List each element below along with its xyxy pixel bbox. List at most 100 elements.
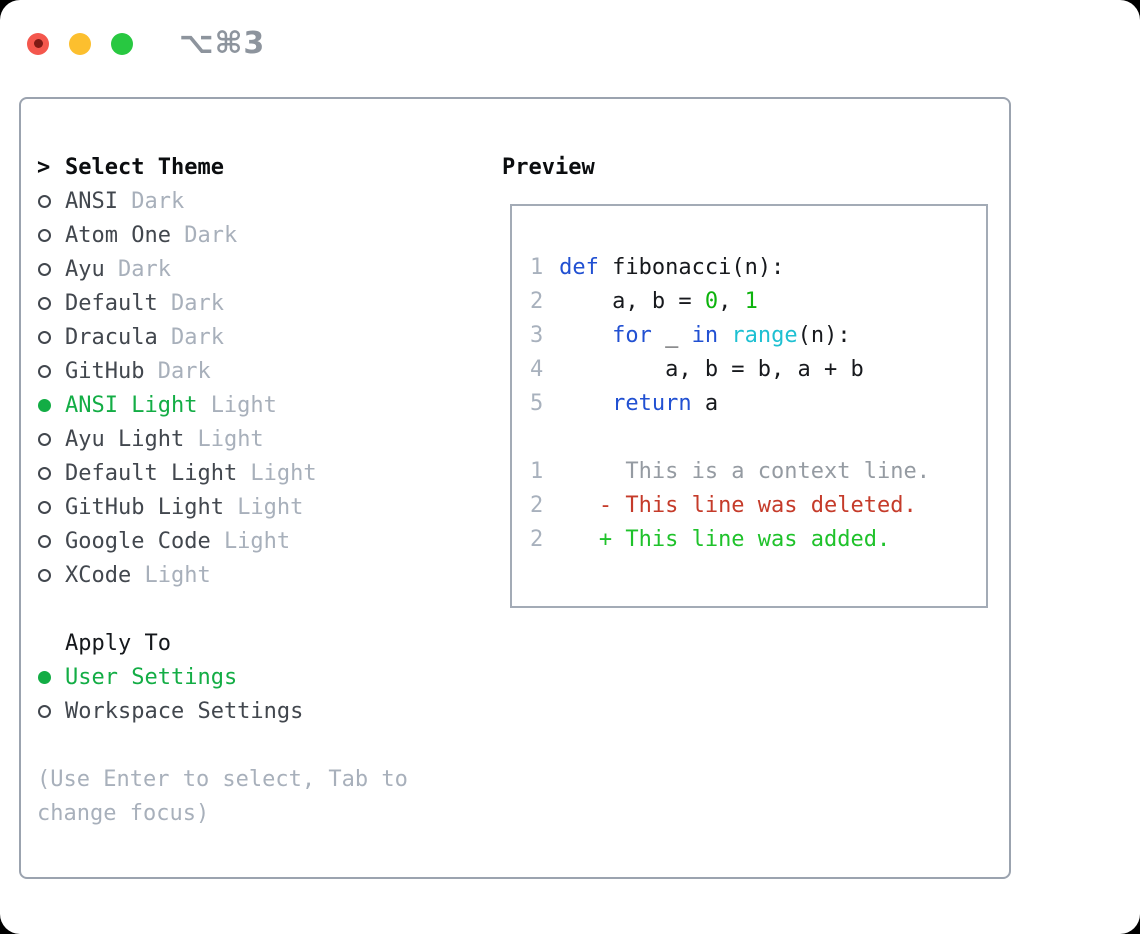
keyboard-shortcut-label: ⌥⌘3 <box>179 26 266 61</box>
code-line: 2 a, b = 0, 1 <box>530 284 930 318</box>
theme-option-default[interactable]: Default Dark <box>37 286 477 320</box>
theme-option-variant: Light <box>223 528 291 554</box>
radio-icon <box>38 670 51 684</box>
maximize-button[interactable] <box>111 32 133 55</box>
code-line: 1 This is a context line. <box>530 454 930 488</box>
code-line-content: return a <box>559 391 718 416</box>
theme-option-label: Default Light <box>65 460 238 486</box>
apply-to-header: Apply To <box>37 626 477 660</box>
radio-icon <box>38 500 51 514</box>
code-preview: 1 def fibonacci(n): 2 a, b = 0, 1 3 for _… <box>530 250 930 556</box>
code-line-content: This is a context line. <box>559 459 930 484</box>
theme-option-google-code[interactable]: Google Code Light <box>37 524 477 558</box>
radio-icon <box>38 432 51 446</box>
code-segment: + This line was added. <box>559 526 891 552</box>
code-line: 5 return a <box>530 386 930 420</box>
line-number: 1 <box>530 254 544 280</box>
code-segment: in <box>691 322 719 348</box>
code-segment: , <box>718 288 745 314</box>
code-segment: def <box>559 254 599 280</box>
theme-option-github-light[interactable]: GitHub Light Light <box>37 490 477 524</box>
spacer <box>37 728 477 762</box>
radio-icon <box>38 262 51 276</box>
preview-title: Preview <box>502 154 595 180</box>
code-segment: return <box>612 390 692 416</box>
line-number: 1 <box>530 458 544 484</box>
theme-panel: > Select Theme ANSI Dark Atom One Dark A… <box>37 150 477 830</box>
preview-pane: 1 def fibonacci(n): 2 a, b = 0, 1 3 for _… <box>510 204 988 608</box>
minimize-button[interactable] <box>69 32 91 55</box>
theme-option-label: Google Code <box>65 528 211 554</box>
code-line-content: for _ in range(n): <box>559 323 850 348</box>
theme-list: ANSI Dark Atom One Dark Ayu Dark Default… <box>37 184 477 592</box>
theme-option-label: ANSI <box>65 188 118 214</box>
radio-icon <box>38 704 51 718</box>
code-line: 2 - This line was deleted. <box>530 488 930 522</box>
code-line-content: def fibonacci(n): <box>559 255 784 280</box>
radio-icon <box>38 194 51 208</box>
apply-to-option-workspace-settings[interactable]: Workspace Settings <box>37 694 477 728</box>
code-line: 2 + This line was added. <box>530 522 930 556</box>
theme-option-github[interactable]: GitHub Dark <box>37 354 477 388</box>
focus-caret-icon: > <box>37 155 65 180</box>
caret-glyph: > <box>37 154 51 180</box>
code-line: 3 for _ in range(n): <box>530 318 930 352</box>
theme-option-atom-one[interactable]: Atom One Dark <box>37 218 477 252</box>
code-segment: (n): <box>797 322 851 348</box>
code-segment <box>559 391 612 416</box>
theme-option-dracula[interactable]: Dracula Dark <box>37 320 477 354</box>
theme-option-label: ANSI Light <box>65 392 198 418</box>
theme-option-variant: Dark <box>170 324 224 350</box>
code-segment: 0 <box>704 288 719 314</box>
code-segment <box>718 323 731 348</box>
theme-option-default-light[interactable]: Default Light Light <box>37 456 477 490</box>
theme-option-ayu-light[interactable]: Ayu Light Light <box>37 422 477 456</box>
code-segment: This is a context line. <box>559 458 930 484</box>
code-segment: fibonacci(n): <box>598 254 785 280</box>
code-line-content: a, b = 0, 1 <box>559 289 758 314</box>
close-button[interactable] <box>27 32 49 55</box>
apply-to-list: User Settings Workspace Settings <box>37 660 477 728</box>
radio-icon <box>38 568 51 582</box>
code-line <box>530 420 930 454</box>
theme-option-label: Ayu <box>65 256 105 282</box>
line-number: 2 <box>530 288 544 314</box>
theme-picker-window: > Select Theme ANSI Dark Atom One Dark A… <box>19 97 1011 879</box>
window-titlebar: ⌥⌘3 <box>27 26 265 61</box>
apply-to-option-label: User Settings <box>65 664 238 690</box>
theme-option-label: Ayu Light <box>65 426 185 452</box>
code-line-content: + This line was added. <box>559 527 890 552</box>
theme-option-label: GitHub Light <box>65 494 224 520</box>
line-number: 2 <box>530 526 544 552</box>
theme-option-label: Default <box>65 290 158 316</box>
apply-to-option-label: Workspace Settings <box>65 698 304 724</box>
theme-option-ayu[interactable]: Ayu Dark <box>37 252 477 286</box>
apply-to-option-user-settings[interactable]: User Settings <box>37 660 477 694</box>
select-theme-title: Select Theme <box>65 154 224 180</box>
theme-option-variant: Light <box>237 494 304 520</box>
theme-option-ansi[interactable]: ANSI Dark <box>37 184 477 218</box>
theme-option-label: XCode <box>65 562 132 588</box>
line-number: 4 <box>530 356 544 382</box>
select-theme-header: > Select Theme <box>37 150 477 184</box>
help-text-line-2: change focus) <box>37 800 210 826</box>
radio-icon <box>38 330 51 344</box>
spacer <box>37 592 477 626</box>
radio-icon <box>38 398 51 412</box>
theme-option-variant: Dark <box>117 256 171 282</box>
code-segment: a, b = <box>559 288 705 314</box>
theme-option-variant: Light <box>144 562 211 588</box>
theme-option-variant: Dark <box>157 358 211 384</box>
theme-option-ansi-light[interactable]: ANSI Light Light <box>37 388 477 422</box>
help-text-line-1: (Use Enter to select, Tab to <box>37 766 408 792</box>
theme-option-label: GitHub <box>65 358 145 384</box>
theme-option-variant: Light <box>197 426 264 452</box>
radio-icon <box>38 364 51 378</box>
theme-option-variant: Dark <box>184 222 238 248</box>
code-segment: a <box>691 390 719 416</box>
code-segment: a, b = b, a + b <box>559 356 864 382</box>
theme-option-xcode[interactable]: XCode Light <box>37 558 477 592</box>
theme-option-variant: Light <box>250 460 317 486</box>
close-button-dot-icon <box>33 39 43 48</box>
